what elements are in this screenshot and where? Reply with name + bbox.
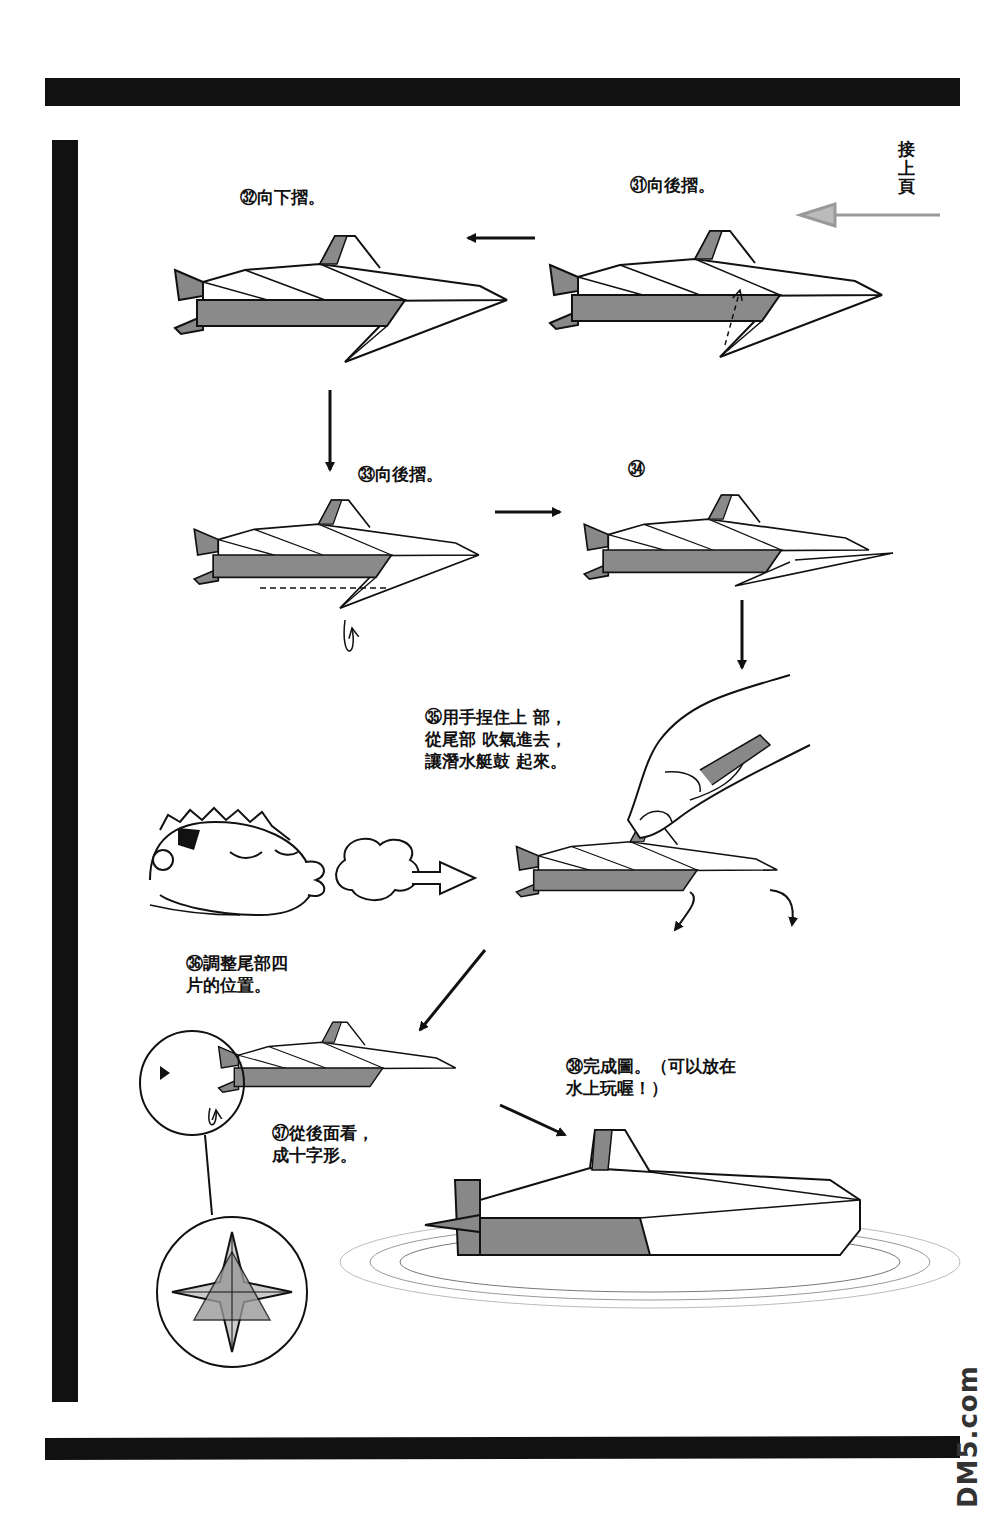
- watermark: DM5.com: [952, 1365, 986, 1508]
- step-label: ㊱調整尾部四 片的位置。: [186, 952, 356, 996]
- step-label: ㊳完成圖。（可以放在 水上玩喔！）: [566, 1055, 816, 1099]
- step-label: ㉜向下摺。: [240, 186, 400, 208]
- step-label: ㉟用手捏住上 部，從尾部 吹氣進去， 讓潛水艇鼓 起來。: [425, 706, 575, 772]
- step-label: ㉝向後摺。: [358, 463, 518, 485]
- step-label: ㉛向後摺。: [630, 174, 790, 196]
- step-label: ㊲從後面看， 成十字形。: [272, 1122, 432, 1166]
- page-note: 接上頁: [898, 140, 915, 196]
- callout-number: ㉞: [628, 458, 688, 480]
